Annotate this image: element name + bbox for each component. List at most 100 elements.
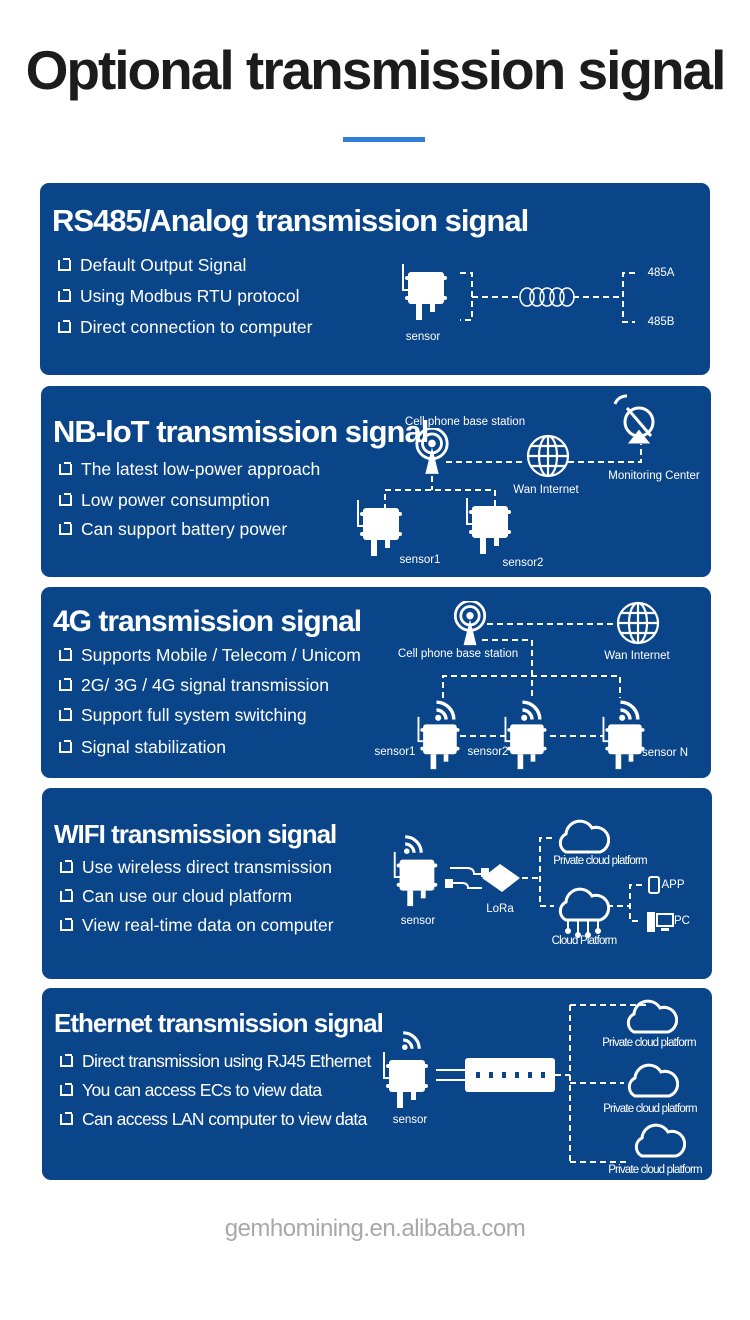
wan-internet-label: Wan Internet (604, 650, 670, 662)
sensor1-icon (417, 715, 461, 771)
private-cloud-icon (558, 819, 610, 854)
bullet-text: Low power consumption (81, 490, 270, 510)
satellite-dish-icon (613, 394, 655, 444)
panel-wifi: WIFI transmission signal Use wireless di… (42, 788, 712, 979)
bullet-icon (59, 740, 72, 753)
bullet-text: 2G/ 3G / 4G signal transmission (81, 675, 330, 695)
bullet-text: Can use our cloud platform (82, 886, 293, 906)
sensorn-label: sensor N (641, 747, 689, 759)
panel-ethernet: Ethernet transmission signal Direct tran… (42, 988, 712, 1180)
bullet-icon (59, 708, 72, 721)
lora-label: LoRa (486, 903, 514, 915)
bullet-text: Direct connection to computer (80, 317, 313, 337)
panel-4g: 4G transmission signal Supports Mobile /… (41, 587, 711, 778)
globe-icon (526, 434, 570, 478)
485a-label: 485A (647, 267, 675, 279)
cloud-platform-icon (558, 887, 610, 922)
pc-label: PC (674, 915, 690, 927)
bullet: Using Modbus RTU protocol (58, 286, 300, 307)
sensor2-label: sensor2 (467, 746, 509, 758)
lora-module-icon (482, 864, 520, 892)
private-cloud-label: Private cloud platform (602, 1037, 696, 1049)
base-station-label: Cell phone base station (397, 648, 519, 660)
wiring (460, 272, 635, 323)
sensorn-icon (602, 715, 646, 771)
sensor-icon (401, 262, 449, 322)
bullet-text: Direct transmission using RJ45 Ethernet (82, 1051, 371, 1071)
wifi-icon (400, 1031, 421, 1052)
title-accent-bar (343, 137, 425, 142)
panel-heading: NB-loT transmission signal (53, 414, 429, 449)
panel-heading: WIFI transmission signal (54, 819, 337, 849)
panel-heading: Ethernet transmission signal (54, 1008, 384, 1038)
sensor-icon (393, 850, 439, 908)
sensor2-icon (466, 497, 512, 555)
private-cloud-label: Private cloud platform (603, 1103, 697, 1115)
bullet-icon (60, 1054, 73, 1067)
rs485-diagram (401, 262, 635, 323)
private-cloud-label: Private cloud platform (608, 1164, 702, 1176)
485b-label: 485B (647, 316, 675, 328)
nbiot-diagram (357, 394, 655, 557)
cloud-platform-label: Cloud Platform (551, 935, 618, 947)
private-cloud-icon (634, 1123, 686, 1158)
sensor1-label: sensor1 (374, 746, 416, 758)
bullet-icon (60, 1083, 73, 1096)
globe-icon (616, 601, 660, 645)
bullet: View real-time data on computer (60, 915, 334, 936)
panel-heading: 4G transmission signal (53, 605, 362, 638)
connection-lines (555, 1004, 647, 1163)
sensor-icon (382, 1050, 430, 1110)
page-title: Optional transmission signal (25, 39, 727, 101)
ethernet-switch-icon (465, 1058, 555, 1092)
bullet-text: Can access LAN computer to view data (82, 1109, 367, 1129)
bullet-text: Support full system switching (81, 705, 307, 725)
bullet-icon (58, 258, 71, 271)
wifi-diagram (393, 819, 674, 938)
cable-icon (445, 867, 489, 889)
bullet: Direct transmission using RJ45 Ethernet (60, 1051, 371, 1072)
bullet-text: Using Modbus RTU protocol (80, 286, 300, 306)
bullet-icon (60, 889, 73, 902)
bullet-text: Supports Mobile / Telecom / Unicom (81, 645, 361, 665)
bullet: You can access ECs to view data (60, 1080, 322, 1101)
coil-icon (519, 287, 575, 307)
bullet-text: Use wireless direct transmission (82, 857, 332, 877)
bullet: Can support battery power (59, 519, 287, 540)
sensor1-label: sensor1 (399, 554, 441, 566)
bullet-icon (59, 493, 72, 506)
sensor-label: sensor (405, 331, 441, 343)
bullet-icon (58, 320, 71, 333)
wifi-icon (402, 835, 423, 856)
connection-lines (384, 444, 642, 510)
bullet: Signal stabilization (59, 737, 226, 758)
sensor2-icon (504, 715, 548, 771)
bullet: Use wireless direct transmission (60, 857, 332, 878)
panel-nbiot: NB-loT transmission signal The latest lo… (41, 386, 711, 577)
bullet-icon (58, 289, 71, 302)
bullet: Can use our cloud platform (60, 886, 292, 907)
sensor2-label: sensor2 (502, 557, 544, 569)
bullet-icon (60, 918, 73, 931)
bullet: The latest low-power approach (59, 459, 320, 480)
wifi-icon (617, 700, 640, 723)
wifi-icon (433, 700, 456, 723)
connection-lines (522, 837, 642, 922)
bullet-text: View real-time data on computer (82, 915, 334, 935)
ethernet-diagram (382, 999, 686, 1163)
switch-ports (476, 1072, 545, 1078)
bullet-icon (59, 648, 72, 661)
bullet-text: The latest low-power approach (81, 459, 321, 479)
pc-icon (647, 912, 674, 932)
panel-rs485: RS485/Analog transmission signal Default… (40, 183, 710, 375)
bullet-text: Can support battery power (81, 519, 288, 539)
bullet-icon (60, 1112, 73, 1125)
bullet-icon (59, 678, 72, 691)
app-label: APP (661, 879, 685, 891)
bullet-icon (59, 522, 72, 535)
sensor-label: sensor (400, 915, 436, 927)
wifi-icon (519, 700, 542, 723)
phone-icon (648, 876, 660, 894)
bullet-text: You can access ECs to view data (82, 1080, 322, 1100)
bullet: Can access LAN computer to view data (60, 1109, 367, 1130)
